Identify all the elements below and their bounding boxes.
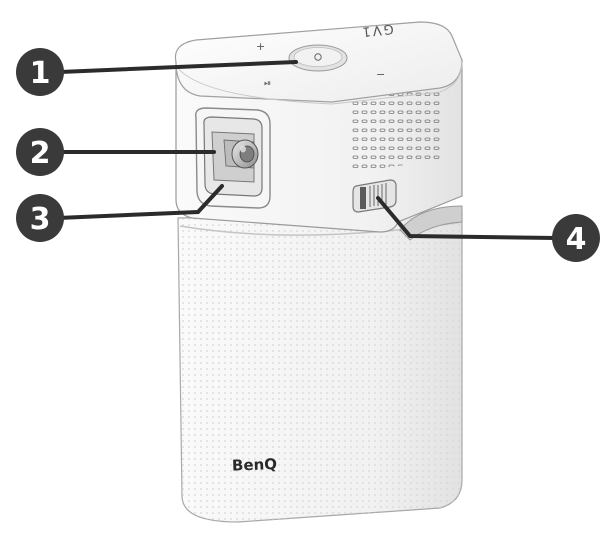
model-mark: GV1 [360,21,395,39]
speaker-body [177,211,463,523]
top-panel: + − ⏯ GV1 [174,21,463,105]
top-minus-label[interactable]: − [376,68,385,81]
top-plus-label[interactable]: + [256,40,265,53]
vent-grille [352,84,442,172]
callout-2: 2 [16,128,64,176]
power-icon [314,53,322,61]
leader-line-4 [376,196,558,240]
callout-1-number: 1 [30,56,51,91]
brand-logo: BenQ [232,455,278,475]
leader-line-1 [58,60,298,74]
callout-2-number: 2 [30,136,51,171]
power-button[interactable] [288,44,348,72]
projection-lens [195,107,271,209]
callout-4: 4 [552,214,600,262]
callout-3-number: 3 [30,202,51,237]
top-play-label[interactable]: ⏯ [264,79,271,89]
focus-dial[interactable] [352,179,397,213]
leader-lines [56,60,558,240]
callout-4-number: 4 [566,222,587,257]
leader-line-3 [56,184,224,220]
callout-1: 1 [16,48,64,96]
callout-3: 3 [16,194,64,242]
